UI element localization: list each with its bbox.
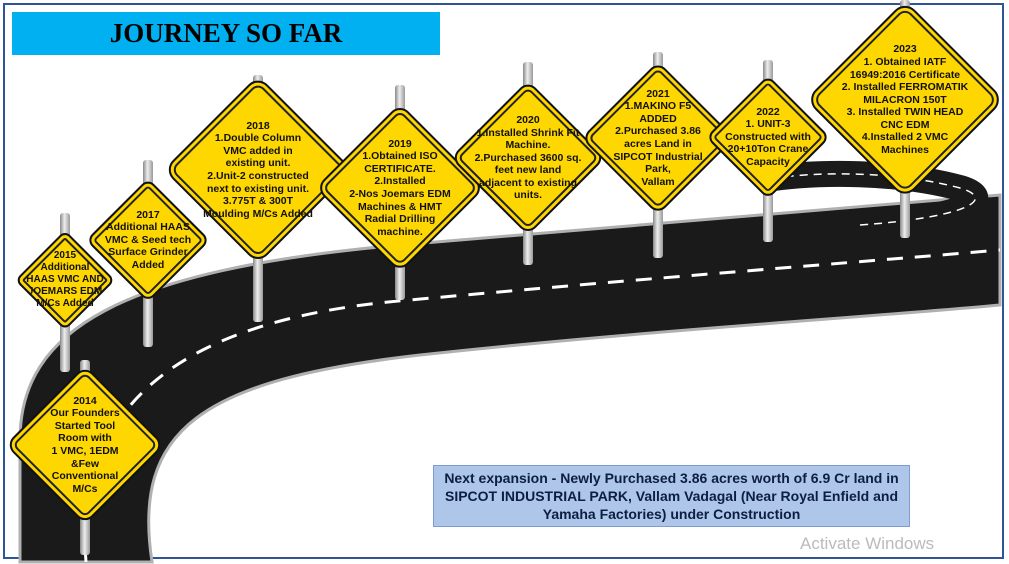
milestone-sign-2020: 2020 1.Installed Shrink Fit Machine. 2.P… (450, 80, 606, 236)
milestone-text: 2018 1.Double Column VMC added in existi… (203, 119, 313, 220)
milestone-text: 2015 Additional HAAS VMC AND JOEMARS EDM… (26, 250, 104, 309)
milestone-sign-2018: 2018 1.Double Column VMC added in existi… (163, 75, 353, 265)
milestone-text: 2022 1. UNIT-3 Constructed with 20+10Ton… (725, 105, 811, 168)
milestone-sign-2015: 2015 Additional HAAS VMC AND JOEMARS EDM… (15, 230, 115, 330)
milestone-text: 2020 1.Installed Shrink Fit Machine. 2.P… (474, 113, 582, 202)
page-title: JOURNEY SO FAR (12, 12, 440, 55)
expansion-note: Next expansion - Newly Purchased 3.86 ac… (433, 465, 910, 527)
milestone-sign-2021: 2021 1.MAKINO F5 ADDED 2.Purchased 3.86 … (581, 61, 735, 215)
milestone-text: 2023 1. Obtained IATF 16949:2016 Certifi… (841, 43, 969, 157)
milestone-sign-2019: 2019 1.Obtained ISO CERTIFICATE. 2.Insta… (315, 103, 485, 273)
milestone-text: 2014 Our Founders Started Tool Room with… (50, 394, 120, 495)
milestone-sign-2017: 2017 Additional HAAS VMC & Seed tech Sur… (86, 178, 210, 302)
slide-frame (3, 3, 1004, 559)
milestone-sign-2022: 2022 1. UNIT-3 Constructed with 20+10Ton… (706, 75, 830, 199)
milestone-text: 2021 1.MAKINO F5 ADDED 2.Purchased 3.86 … (613, 87, 703, 188)
milestone-sign-2023: 2023 1. Obtained IATF 16949:2016 Certifi… (805, 0, 1005, 200)
milestone-text: 2019 1.Obtained ISO CERTIFICATE. 2.Insta… (349, 137, 451, 238)
road-far-center-line (759, 173, 976, 226)
milestone-text: 2017 Additional HAAS VMC & Seed tech Sur… (104, 208, 192, 271)
activate-windows-watermark: Activate Windows (800, 534, 935, 553)
milestone-sign-2014: 2014 Our Founders Started Tool Room with… (5, 365, 165, 525)
